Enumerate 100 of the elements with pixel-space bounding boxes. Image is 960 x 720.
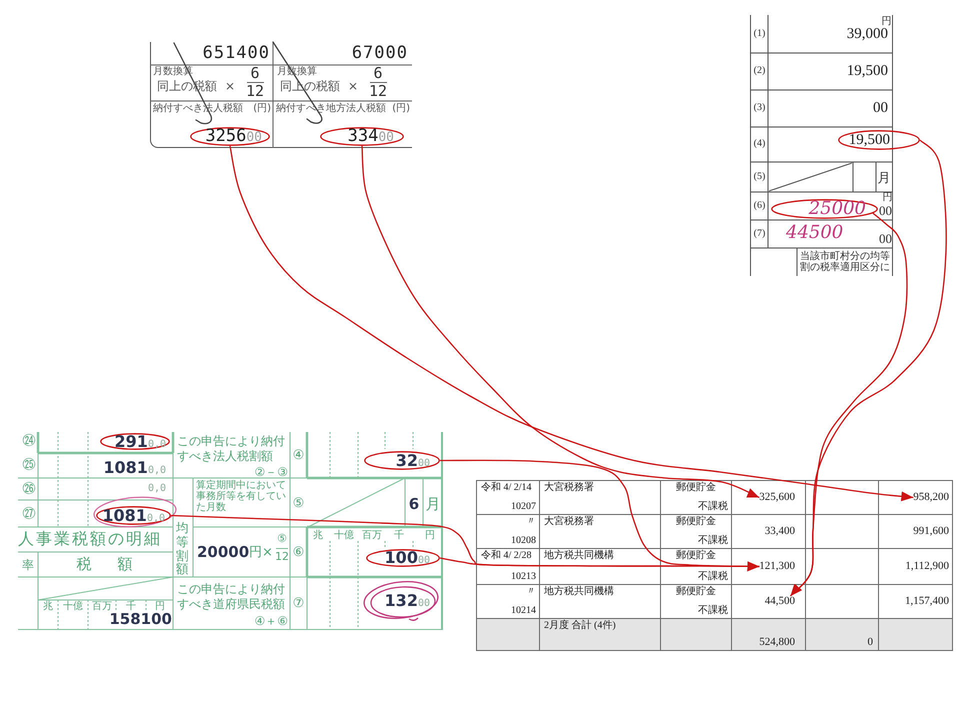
arrow [229, 146, 914, 502]
formula-label: 円× [249, 546, 274, 559]
unit-label: 兆 [312, 530, 324, 541]
column-heading: 率 [21, 558, 35, 573]
circled-amount: 10810,0 [96, 506, 171, 525]
voucher-number: 10213 [511, 572, 536, 582]
row-number: (1) [752, 29, 766, 39]
balance: 991,600 [913, 526, 949, 537]
ledger-amount: 325,600 [759, 492, 795, 503]
circled-amount: 19,500 [838, 130, 920, 150]
amount: 0,0 [146, 483, 166, 495]
circled-amount: 325600 [190, 127, 270, 146]
unit-label: 円 [154, 601, 166, 612]
unit-label: 月 [424, 497, 442, 512]
unit-label: 十億 [333, 530, 355, 541]
amount: 10810,0 [102, 458, 166, 478]
row-number: ㉖ [22, 483, 36, 496]
field-label: この申告により納付すべき法人税割額 [177, 434, 286, 464]
unit-label: 千 [393, 530, 405, 541]
account-name: 郵便貯金 [676, 483, 716, 493]
formula-label: ④＋⑥ [253, 614, 288, 629]
amount: 33,400 [764, 526, 795, 537]
amount: 67000 [350, 45, 408, 62]
circled-amount: 2910,0 [100, 433, 170, 450]
circled-amount: 25000 [771, 199, 878, 219]
unit-label: 百万 [361, 530, 383, 541]
voucher-number: 10208 [511, 536, 536, 546]
month-count: 6 [408, 497, 420, 512]
unit-label: 円 [881, 17, 892, 27]
arrow [361, 146, 760, 498]
field-label: 均等割額 [176, 521, 188, 576]
field-label: 納付すべき地方法人税額 [276, 104, 387, 114]
unit-label: 月 [877, 171, 891, 184]
row-number: ㉗ [22, 508, 36, 521]
row-number: ㉔ [22, 435, 36, 448]
amount: 39,000 [846, 27, 888, 42]
unit-label: 百万 [91, 601, 113, 612]
row-number: ⑦ [292, 597, 306, 610]
amount: 158100 [109, 612, 172, 627]
row-number: (3) [752, 103, 766, 113]
circled-amount: 3200 [364, 451, 440, 470]
amount: 00 [878, 204, 892, 217]
ledger-amount: 121,300 [759, 561, 795, 572]
handwritten-amount: 44500 [786, 224, 844, 242]
note-text: 当該市町村分の均等割の税率適用区分に [800, 251, 891, 273]
row-number: ④ [292, 449, 306, 462]
account-name: 郵便貯金 [676, 517, 716, 527]
row-number: (7) [752, 229, 766, 239]
fraction-numerator: ⑤ [276, 533, 288, 544]
unit-label: (円) [252, 104, 271, 114]
row-number: (4) [752, 139, 766, 149]
total-label: 2月度 合計 (4件) [544, 621, 616, 631]
row-number: ⑤ [292, 497, 306, 510]
fraction-numerator: 6 [249, 66, 261, 81]
unit-label: 円 [424, 530, 436, 541]
unit-label: 兆 [42, 601, 54, 612]
payee-name: 地方税共同機構 [544, 587, 614, 597]
tax-category: 不課税 [698, 606, 728, 616]
amount: 0 [868, 637, 873, 648]
multiply-sign: × [347, 80, 359, 92]
amount: 00 [872, 101, 888, 116]
amount: 00 [878, 232, 892, 245]
row-number: ㉕ [22, 459, 36, 472]
row-number: (2) [752, 66, 766, 76]
payee-name: 大宮税務署 [544, 517, 594, 527]
fraction-denominator: 12 [275, 551, 289, 562]
unit-label: 十億 [62, 601, 84, 612]
amount: 20000 [197, 545, 249, 560]
field-label: 算定期間中において事務所等を有していた月数 [196, 480, 287, 513]
row-number: ⑥ [292, 546, 306, 559]
entry-date: 令和 4/ 2/28 [481, 551, 532, 561]
unit-label: 円 [882, 193, 893, 203]
row-number: (5) [752, 172, 766, 182]
entry-date: 令和 4/ 2/14 [481, 483, 532, 493]
circled-amount: 33400 [320, 127, 404, 146]
ledger-amount: 44,500 [764, 596, 795, 607]
balance: 1,112,900 [905, 561, 949, 572]
account-name: 郵便貯金 [676, 551, 716, 561]
arrow [790, 212, 908, 596]
unit-label: 千 [125, 601, 137, 612]
tax-category: 不課税 [698, 536, 728, 546]
column-heading: 税額 [76, 557, 160, 572]
amount: 524,800 [759, 637, 795, 648]
voucher-number: 10207 [511, 502, 536, 512]
circled-amount: 10000 [366, 549, 440, 567]
payee-name: 地方税共同機構 [544, 551, 614, 561]
field-label: この申告により納付すべき道府県民税額 [177, 582, 286, 612]
section-heading: 人事業税額の明細 [18, 531, 163, 547]
tax-category: 不課税 [698, 502, 728, 512]
circled-amount: 13200 [362, 580, 440, 622]
amount: 19,500 [846, 64, 888, 79]
ditto-mark: 〃 [526, 517, 536, 527]
ledger-amount: 958,200 [913, 492, 949, 503]
formula-label: ②－③ [253, 465, 288, 480]
account-name: 郵便貯金 [676, 587, 716, 597]
unit-label: (円) [391, 104, 410, 114]
row-number: (6) [752, 201, 766, 211]
payee-name: 大宮税務署 [544, 483, 594, 493]
arrow [440, 557, 760, 572]
amount: 651400 [202, 45, 270, 62]
